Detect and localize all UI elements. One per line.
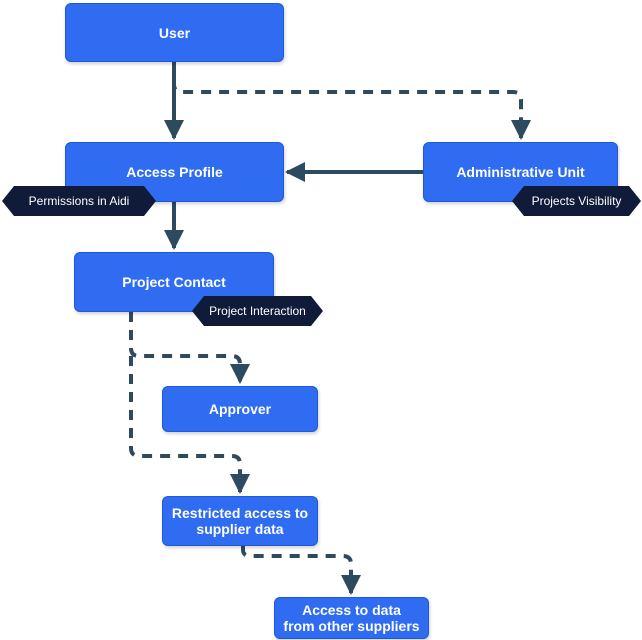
node-approver[interactable]: Approver [162, 386, 318, 432]
tag-permissions-in-aidi: Permissions in Aidi [2, 186, 156, 216]
tag-projects-visibility: Projects Visibility [512, 186, 641, 216]
edge-project-contact-to-approver [129, 312, 250, 384]
node-restricted-access[interactable]: Restricted access to supplier data [162, 496, 318, 546]
edge-restricted-access-to-other-suppliers [241, 546, 361, 595]
tag-project-interaction: Project Interaction [192, 296, 323, 326]
node-user[interactable]: User [65, 3, 284, 62]
node-access-other-suppliers[interactable]: Access to data from other suppliers [274, 597, 429, 639]
edge-user-to-administrative-unit [172, 62, 531, 140]
edge-project-contact-to-restricted-access [129, 356, 250, 494]
